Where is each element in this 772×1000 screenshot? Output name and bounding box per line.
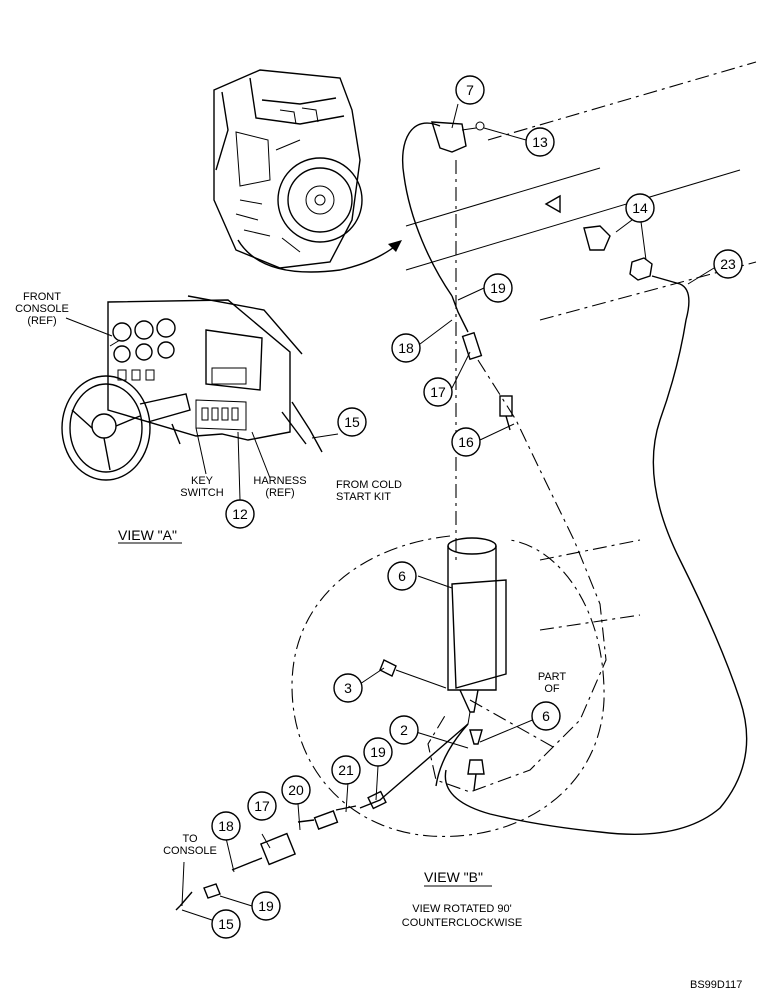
svg-text:FRONT: FRONT — [23, 291, 61, 303]
svg-text:OF: OF — [544, 683, 560, 695]
harness-label: HARNESS (REF) — [253, 475, 306, 499]
callout-18-bottom: 18 — [211, 811, 241, 841]
svg-text:21: 21 — [338, 762, 354, 778]
svg-text:FROM COLD: FROM COLD — [336, 479, 402, 491]
view-b-canister — [175, 535, 605, 911]
view-a-title: VIEW "A" — [118, 527, 177, 543]
svg-text:3: 3 — [344, 680, 352, 696]
svg-text:19: 19 — [370, 744, 386, 760]
figure-id: BS99D117 — [690, 979, 742, 991]
frame-rail — [405, 61, 757, 749]
svg-text:14: 14 — [632, 200, 648, 216]
svg-text:6: 6 — [542, 708, 550, 724]
callout-7: 7 — [455, 75, 485, 105]
svg-text:18: 18 — [398, 340, 414, 356]
callout-14: 14 — [625, 193, 655, 223]
callout-17-bottom: 17 — [247, 791, 277, 821]
callout-3: 3 — [333, 673, 363, 703]
svg-text:PART: PART — [538, 671, 567, 683]
callout-19-mid: 19 — [363, 737, 393, 767]
front-console-leader — [65, 317, 113, 337]
callout-2: 2 — [389, 715, 419, 745]
svg-text:12: 12 — [232, 506, 248, 522]
svg-text:13: 13 — [532, 134, 548, 150]
cold-start-label: FROM COLD START KIT — [336, 479, 402, 503]
svg-text:17: 17 — [254, 798, 270, 814]
view-b-title: VIEW "B" — [424, 869, 483, 885]
svg-text:SWITCH: SWITCH — [180, 487, 223, 499]
engine-illustration — [213, 69, 402, 273]
svg-text:TO: TO — [182, 833, 198, 845]
svg-text:CONSOLE: CONSOLE — [163, 845, 217, 857]
svg-text:18: 18 — [218, 818, 234, 834]
callout-19-bottom: 19 — [251, 891, 281, 921]
front-console-label: FRONT CONSOLE (REF) — [15, 291, 69, 327]
svg-text:(REF): (REF) — [265, 487, 294, 499]
svg-text:COUNTERCLOCKWISE: COUNTERCLOCKWISE — [402, 917, 522, 929]
part-of-label: PART OF — [538, 671, 567, 695]
to-console-label: TO CONSOLE — [163, 833, 217, 857]
svg-text:START KIT: START KIT — [336, 491, 391, 503]
svg-text:6: 6 — [398, 568, 406, 584]
callout-15-bottom: 15 — [211, 909, 241, 939]
callout-21: 21 — [331, 755, 361, 785]
svg-text:16: 16 — [458, 434, 474, 450]
svg-text:VIEW ROTATED 90': VIEW ROTATED 90' — [412, 903, 511, 915]
svg-text:2: 2 — [400, 722, 408, 738]
callout-17-top: 17 — [423, 377, 453, 407]
svg-text:23: 23 — [720, 256, 736, 272]
leader-lines — [109, 103, 715, 921]
callout-19-top: 19 — [483, 273, 513, 303]
svg-text:19: 19 — [258, 898, 274, 914]
svg-text:20: 20 — [288, 782, 304, 798]
temperature-sensor-harness — [402, 121, 748, 835]
view-a-console — [61, 295, 323, 481]
svg-text:15: 15 — [218, 916, 234, 932]
callout-20: 20 — [281, 775, 311, 805]
svg-text:HARNESS: HARNESS — [253, 475, 306, 487]
callout-6-top: 6 — [387, 561, 417, 591]
callout-23: 23 — [713, 249, 743, 279]
svg-text:7: 7 — [466, 82, 474, 98]
callout-12: 12 — [225, 499, 255, 529]
view-rotated-note: VIEW ROTATED 90' COUNTERCLOCKWISE — [402, 903, 522, 929]
svg-text:CONSOLE: CONSOLE — [15, 303, 69, 315]
callout-15-top: 15 — [337, 407, 367, 437]
callout-16: 16 — [451, 427, 481, 457]
svg-text:17: 17 — [430, 384, 446, 400]
svg-text:19: 19 — [490, 280, 506, 296]
key-switch-label: KEY SWITCH — [180, 475, 223, 499]
callout-18-top: 18 — [391, 333, 421, 363]
svg-text:(REF): (REF) — [27, 315, 56, 327]
callout-6-bottom: 6 — [531, 701, 561, 731]
callout-13: 13 — [525, 127, 555, 157]
svg-text:KEY: KEY — [191, 475, 214, 487]
svg-text:15: 15 — [344, 414, 360, 430]
